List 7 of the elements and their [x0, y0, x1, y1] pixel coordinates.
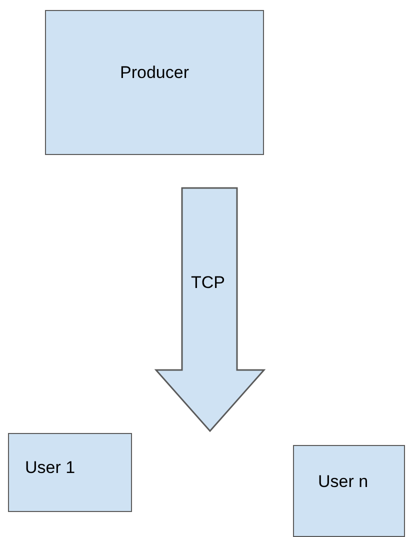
node-label: TCP — [191, 273, 225, 293]
node-label: Producer — [119, 63, 190, 83]
node-label: User 1 — [25, 458, 76, 478]
process-box — [45, 10, 264, 155]
node-label: User n — [318, 472, 368, 492]
process-box — [8, 433, 132, 512]
process-box — [293, 445, 405, 537]
